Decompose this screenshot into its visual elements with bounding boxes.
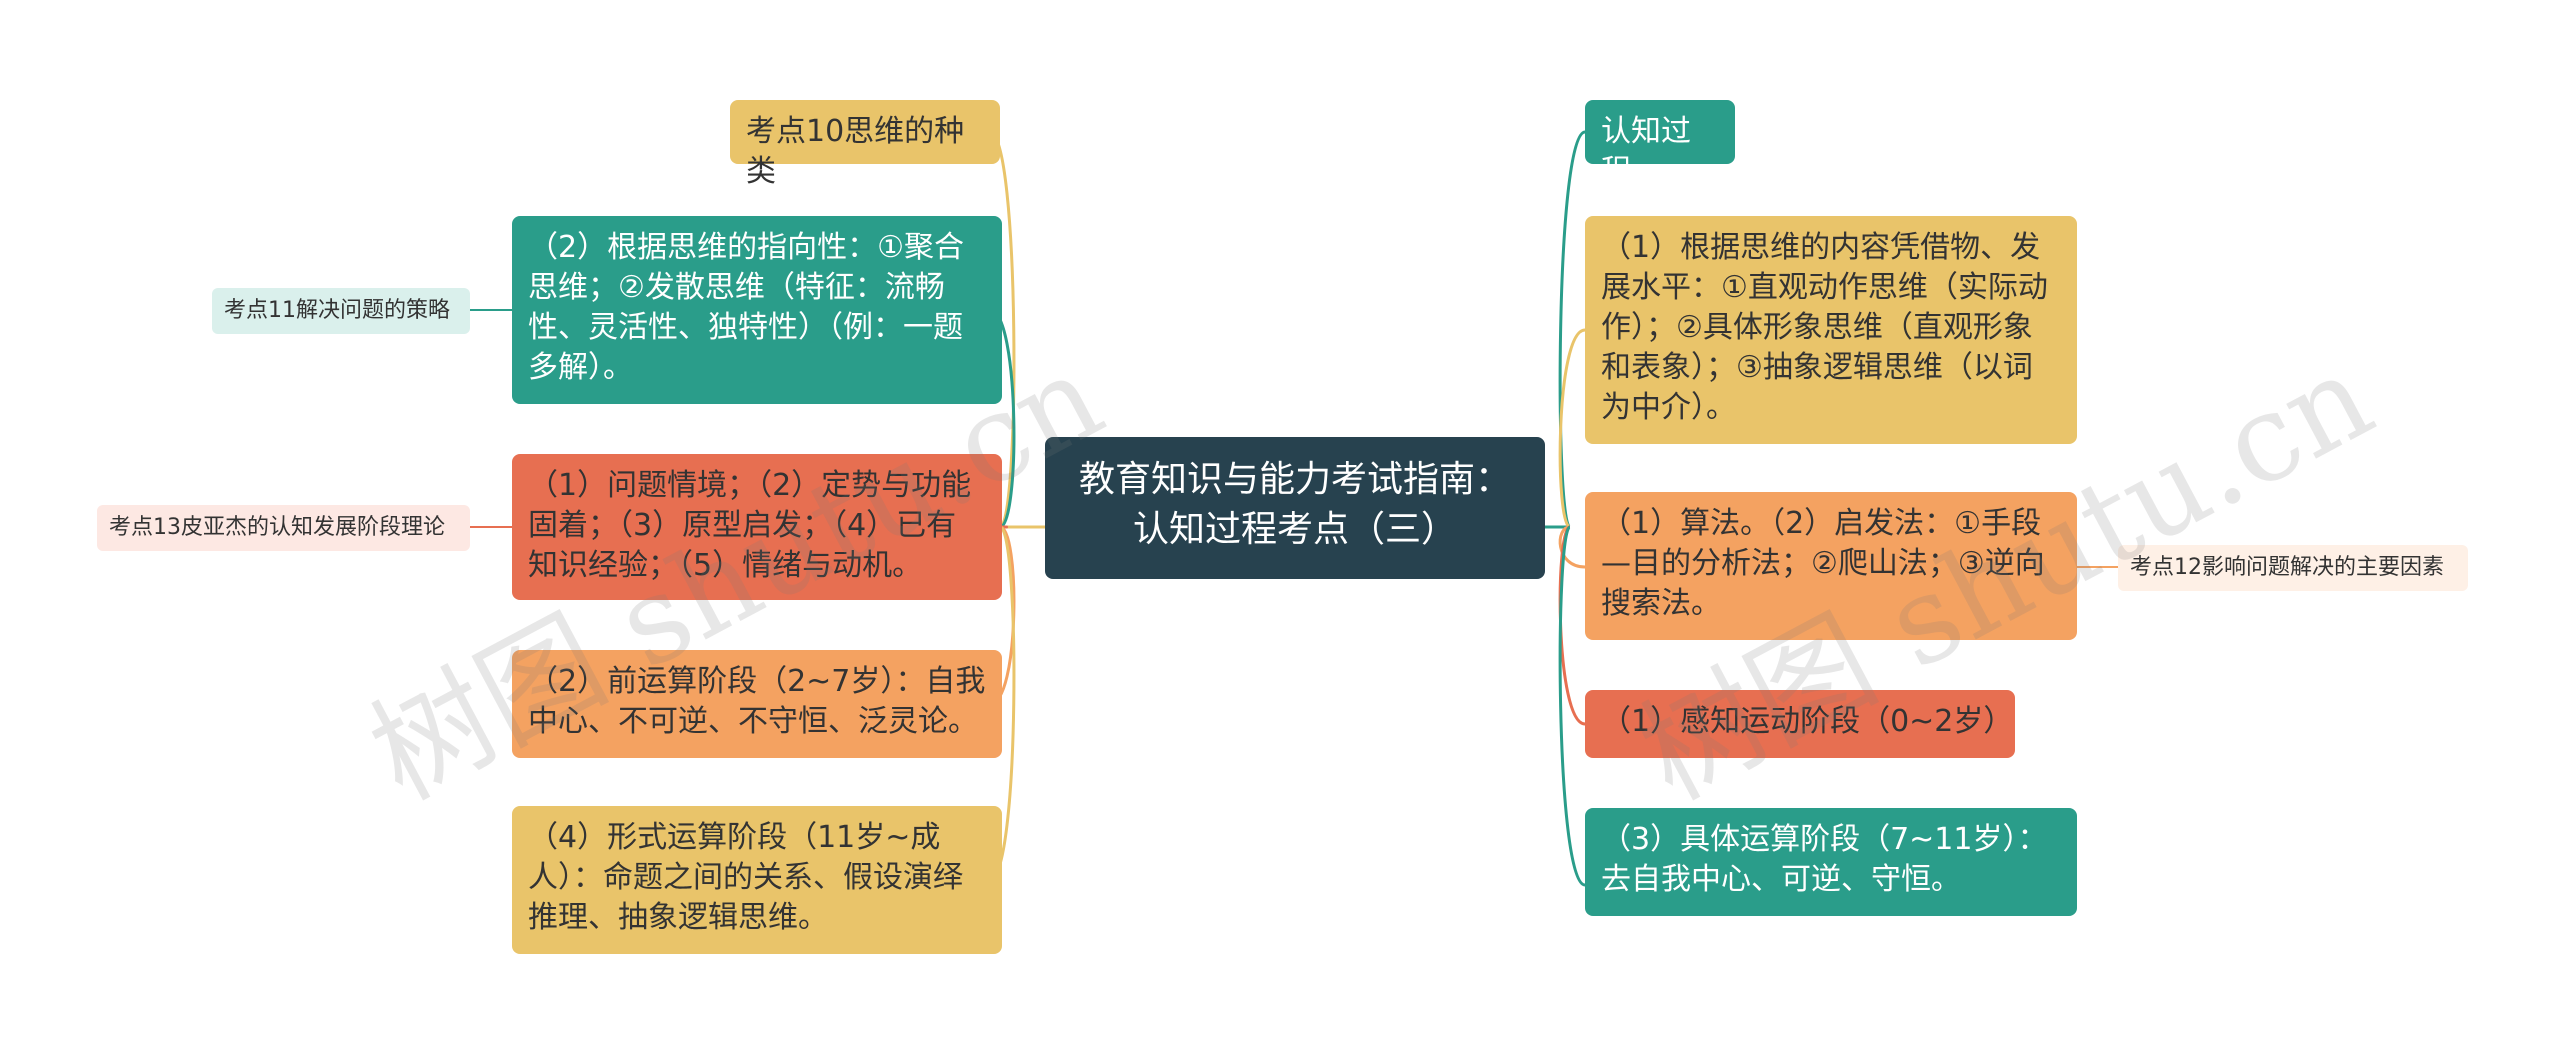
- left-node-problem-factors[interactable]: （1）问题情境；（2）定势与功能固着；（3）原型启发；（4）已有知识经验；（5）…: [512, 454, 1002, 600]
- connector-left-1: [989, 130, 1016, 529]
- right-node-sensorimotor-stage[interactable]: （1）感知运动阶段（0~2岁）: [1585, 690, 2015, 758]
- leaf-problem-solving-strategy[interactable]: 考点11解决问题的策略: [212, 288, 470, 334]
- left-node-preoperational-stage[interactable]: （2）前运算阶段（2~7岁）：自我中心、不可逆、不守恒、泛灵论。: [512, 650, 1002, 758]
- left-node-directional-thinking[interactable]: （2）根据思维的指向性：①聚合思维；②发散思维（特征：流畅性、灵活性、独特性）（…: [512, 216, 1002, 404]
- central-topic[interactable]: 教育知识与能力考试指南：认知过程考点（三）: [1045, 437, 1545, 579]
- left-node-thinking-types[interactable]: 考点10思维的种类: [730, 100, 1000, 189]
- leaf-problem-solving-factors[interactable]: 考点12影响问题解决的主要因素: [2118, 545, 2468, 591]
- leaf-piaget-theory[interactable]: 考点13皮亚杰的认知发展阶段理论: [97, 505, 470, 551]
- connector-right-3: [1558, 525, 1586, 569]
- connector-right-1: [1558, 130, 1586, 529]
- right-node-algorithms[interactable]: （1）算法。（2）启发法：①手段—目的分析法；②爬山法；③逆向搜索法。: [1585, 492, 2077, 640]
- right-node-cognitive-process[interactable]: 认知过程: [1585, 100, 1735, 189]
- connector-right-5: [1558, 525, 1586, 887]
- connector-right-2: [1558, 328, 1586, 529]
- left-node-formal-operational-stage[interactable]: （4）形式运算阶段（11岁~成人）：命题之间的关系、假设演绎推理、抽象逻辑思维。: [512, 806, 1002, 954]
- right-node-thinking-content[interactable]: （1）根据思维的内容凭借物、发展水平：①直观动作思维（实际动作）；②具体形象思维…: [1585, 216, 2077, 444]
- right-node-concrete-operational-stage[interactable]: （3）具体运算阶段（7~11岁）：去自我中心、可逆、守恒。: [1585, 808, 2077, 916]
